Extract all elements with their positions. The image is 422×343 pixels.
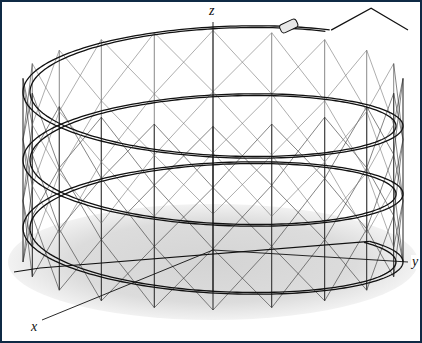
brace: [272, 240, 325, 308]
post: [23, 78, 24, 262]
rail: [331, 8, 408, 30]
brace: [154, 153, 213, 217]
brace: [272, 178, 325, 246]
brace: [101, 240, 154, 308]
brace: [59, 40, 101, 112]
brace: [23, 125, 32, 201]
post: [324, 40, 325, 224]
brace: [325, 162, 367, 234]
track: [14, 8, 408, 294]
brace: [154, 185, 213, 249]
axis-line: [213, 22, 214, 292]
axis-line: [213, 250, 408, 262]
brace: [213, 30, 272, 94]
brace: [394, 78, 403, 154]
axis-line: [42, 250, 213, 320]
brace: [213, 92, 272, 156]
brace: [59, 178, 101, 229]
axes: [42, 22, 408, 320]
brace: [367, 50, 394, 125]
brace: [154, 188, 213, 247]
brace: [23, 201, 32, 277]
axis-label: y: [411, 255, 419, 269]
brace: [367, 173, 394, 248]
brace: [59, 168, 101, 240]
axis-label: x: [30, 320, 38, 334]
brace: [154, 30, 213, 94]
brace: [325, 101, 367, 173]
brace: [272, 94, 325, 162]
brace: [154, 33, 213, 92]
brace: [213, 185, 272, 249]
coaster-car: [279, 18, 299, 34]
post: [403, 78, 404, 262]
brace: [59, 117, 101, 168]
brace: [325, 168, 367, 240]
post: [59, 50, 60, 234]
brace: [213, 246, 272, 310]
post: [366, 50, 367, 234]
brace: [367, 111, 394, 186]
brace: [272, 33, 325, 101]
brace: [101, 40, 154, 94]
axis-label: z: [208, 4, 215, 18]
brace: [154, 94, 213, 153]
post: [101, 40, 102, 224]
brace: [272, 117, 325, 185]
